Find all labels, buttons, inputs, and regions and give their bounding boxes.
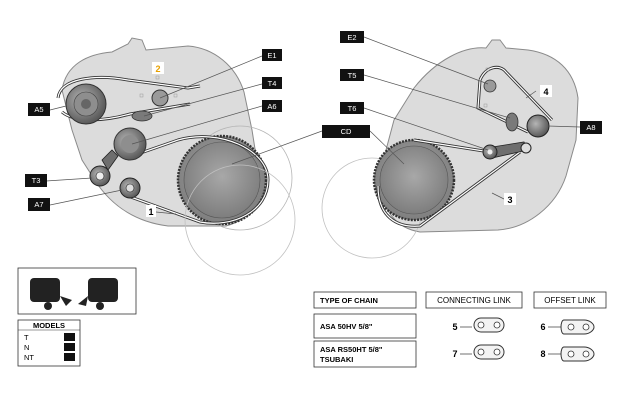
model-row-label: N (24, 343, 29, 352)
model-marker (64, 333, 75, 341)
offset-link-num: 8 (540, 349, 545, 359)
chain-type-row2-line1: ASA RS50HT 5/8" (320, 345, 383, 354)
number-4: 4 (540, 85, 552, 97)
callout-a5: A5 (28, 103, 50, 116)
svg-text:A6: A6 (267, 102, 276, 111)
svg-text:E2: E2 (347, 33, 356, 42)
callout-cd: CD (322, 125, 370, 138)
callout-a7: A7 (28, 198, 50, 211)
svg-text:4: 4 (543, 87, 548, 97)
connecting-link-icon (473, 317, 505, 333)
offset-link-icon (560, 346, 595, 362)
sprocket-a8 (526, 114, 550, 138)
callout-e1: E1 (262, 49, 282, 61)
connecting-link-num: 7 (452, 349, 457, 359)
chain-table: TYPE OF CHAIN CONNECTING LINK OFFSET LIN… (313, 291, 607, 368)
chain-type-row2-line2: TSUBAKI (320, 355, 353, 364)
svg-text:A5: A5 (34, 105, 43, 114)
model-row-label: T (24, 333, 29, 342)
model-marker (64, 353, 75, 361)
connecting-link-icon (473, 344, 505, 360)
models-legend: MODELS T N NT (17, 319, 81, 367)
callout-t4: T4 (262, 77, 282, 89)
svg-text:1: 1 (148, 207, 153, 217)
svg-text:T4: T4 (268, 79, 277, 88)
callout-t3: T3 (25, 174, 47, 187)
machine-thumbnails (17, 267, 137, 315)
svg-text:T5: T5 (348, 71, 357, 80)
right-housing (321, 39, 579, 259)
header-connecting-link: CONNECTING LINK (437, 296, 511, 305)
svg-text:E1: E1 (267, 51, 276, 60)
callout-t5: T5 (340, 69, 364, 81)
models-title: MODELS (33, 321, 65, 330)
baler-icon (30, 278, 72, 310)
callout-a6: A6 (262, 100, 282, 112)
baler-icon (78, 278, 118, 310)
svg-text:A8: A8 (586, 123, 595, 132)
chain-type-row1: ASA 50HV 5/8" (320, 322, 373, 331)
callout-a8: A8 (580, 121, 602, 134)
offset-link-num: 6 (540, 322, 545, 332)
number-2: 2 (152, 62, 164, 74)
svg-text:A7: A7 (34, 200, 43, 209)
header-offset-link: OFFSET LINK (544, 296, 596, 305)
leader-lines (45, 36, 581, 215)
number-3: 3 (504, 193, 516, 205)
svg-text:2: 2 (155, 64, 160, 74)
left-reference-circle (184, 164, 296, 276)
svg-text:T6: T6 (348, 104, 357, 113)
number-1: 1 (146, 205, 156, 217)
header-type-of-chain: TYPE OF CHAIN (320, 296, 378, 305)
svg-text:3: 3 (507, 195, 512, 205)
svg-text:T3: T3 (32, 176, 41, 185)
model-marker (64, 343, 75, 351)
offset-link-icon (560, 319, 595, 335)
callout-t6: T6 (340, 102, 364, 114)
left-housing (56, 37, 296, 276)
model-row-label: NT (24, 353, 34, 362)
callout-e2: E2 (340, 31, 364, 43)
connecting-link-num: 5 (452, 322, 457, 332)
svg-text:CD: CD (341, 127, 352, 136)
